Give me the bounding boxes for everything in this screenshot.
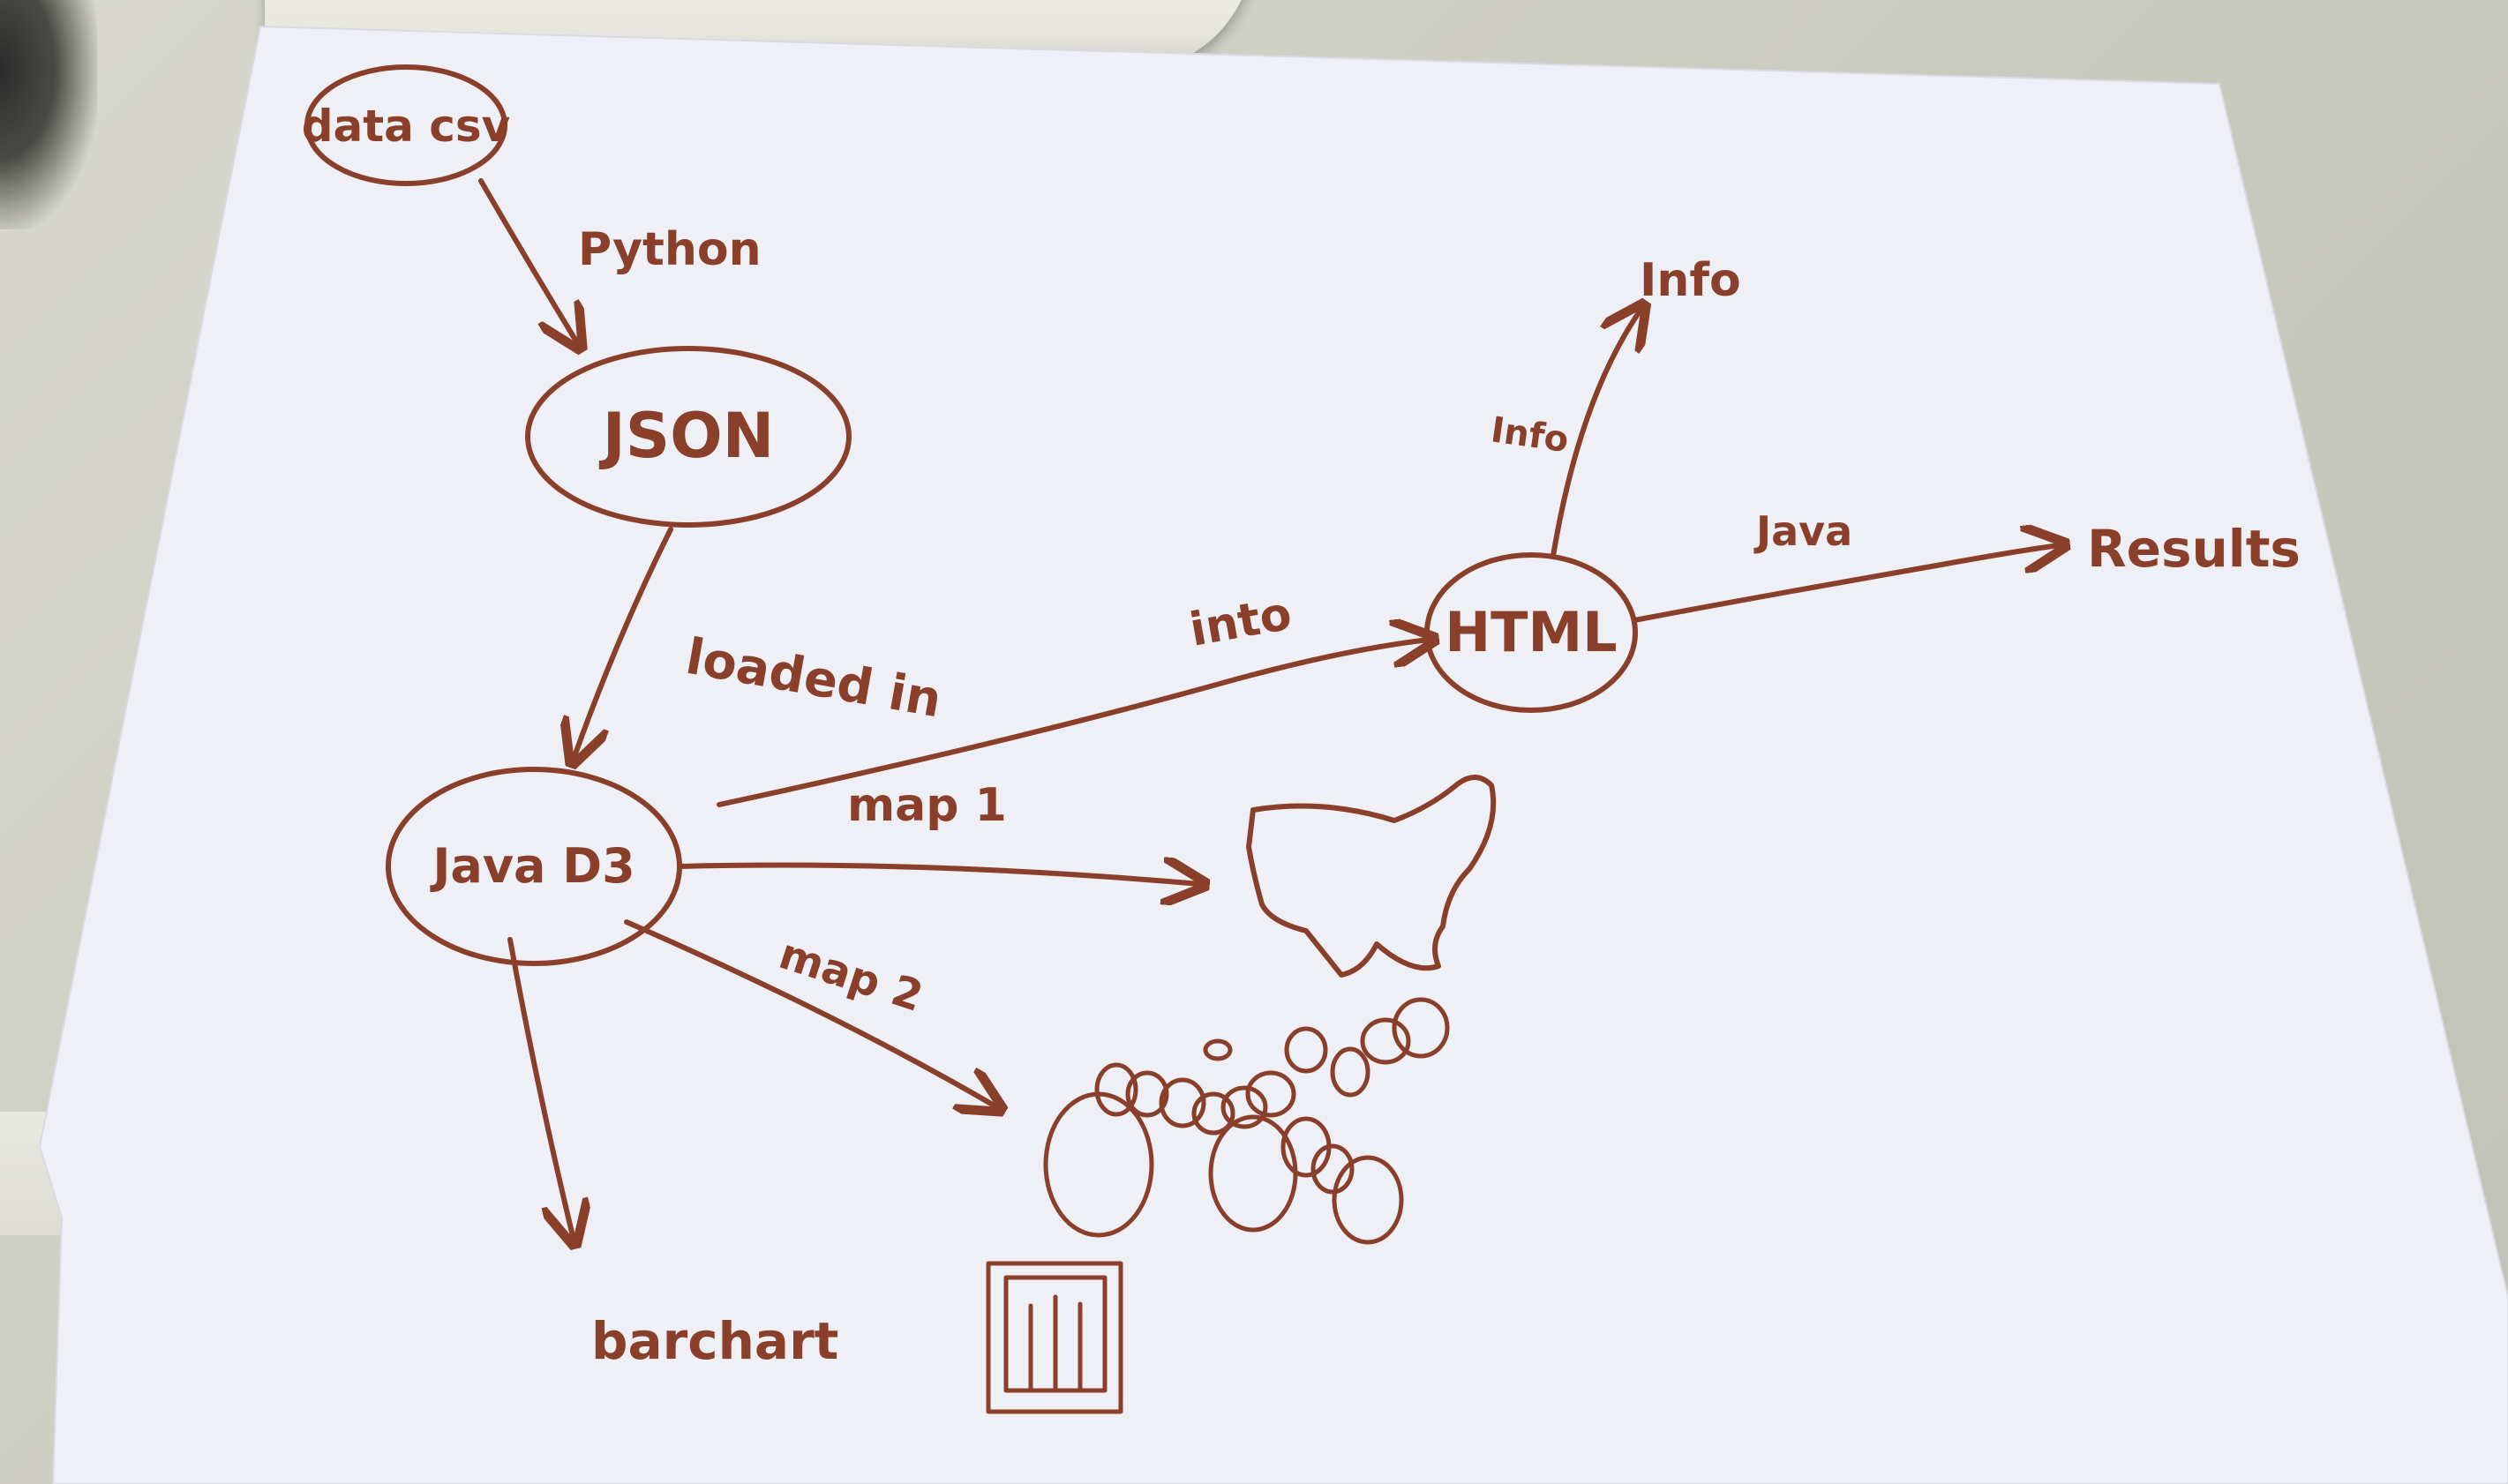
- edge-barchart: [507, 937, 574, 1240]
- bar-chart-icon: [986, 1261, 1123, 1414]
- paper-sheet: [38, 25, 2508, 1484]
- edge-into: [717, 640, 1430, 807]
- node-label-json: JSON: [599, 400, 775, 472]
- edge-map2: [624, 919, 997, 1107]
- edge-label-map1: map 1: [847, 779, 1007, 832]
- node-data-csv: [304, 64, 507, 186]
- node-json: [525, 346, 852, 528]
- node-label-java-d3: Java D3: [429, 838, 635, 894]
- desk-background: [0, 0, 97, 229]
- node-label-results: Results: [2087, 519, 2301, 579]
- node-label-info: Info: [1640, 254, 1741, 307]
- node-label-data-csv: data csv: [302, 101, 511, 152]
- edge-label-python: Python: [578, 223, 762, 276]
- edge-java: [1632, 545, 2061, 623]
- edge-map1: [677, 866, 1200, 884]
- us-map-outline: [1246, 775, 1497, 978]
- node-label-html: HTML: [1445, 600, 1617, 664]
- edge-info: [1551, 309, 1641, 558]
- edge-python: [478, 178, 578, 344]
- node-label-barchart: barchart: [591, 1311, 838, 1371]
- edge-loaded-in: [574, 527, 673, 759]
- edge-label-java: Java: [1753, 507, 1852, 555]
- bubble-map: [1043, 997, 1450, 1245]
